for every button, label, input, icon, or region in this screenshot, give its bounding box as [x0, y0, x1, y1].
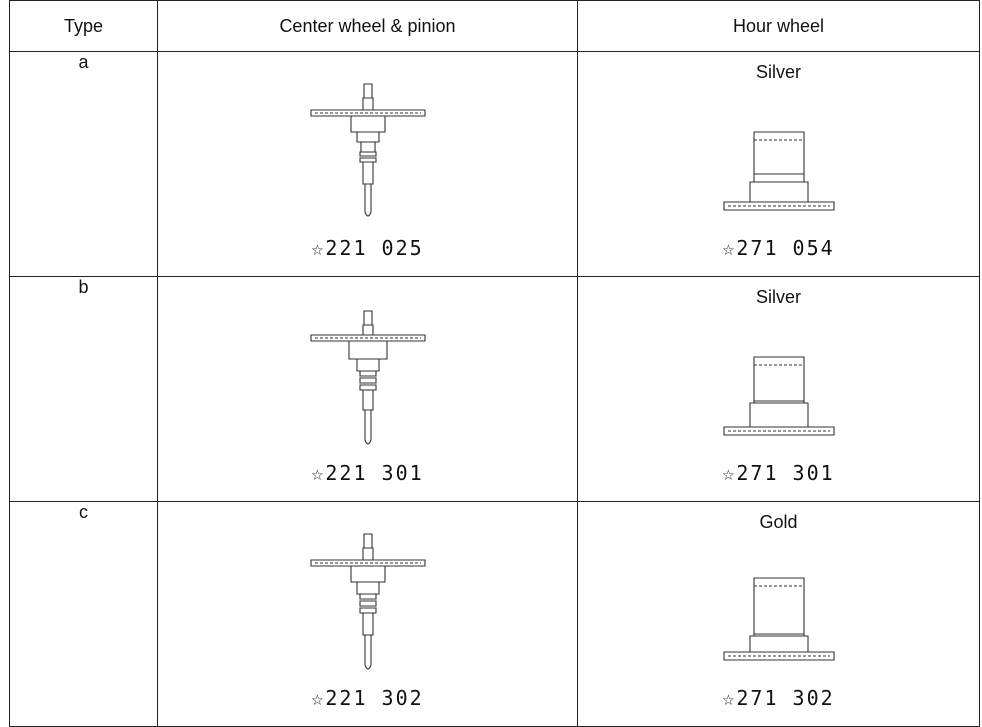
hour-wheel-color: Silver	[755, 62, 801, 82]
hour-wheel-color: Silver	[755, 287, 801, 307]
hour-wheel-color: Gold	[759, 512, 798, 532]
center-part-number: ☆221 301	[311, 461, 424, 485]
hour-wheel-drawing-icon	[714, 576, 844, 680]
hour-wheel-cell: Silver ☆271 301	[577, 276, 980, 502]
parts-table: Type Center wheel & pinion Hour wheel a	[9, 0, 980, 727]
header-row: Type Center wheel & pinion Hour wheel	[9, 0, 980, 52]
center-wheel-cell: ☆221 025	[157, 51, 578, 277]
type-label: a	[9, 51, 158, 277]
center-wheel-pinion-drawing-icon	[303, 305, 433, 455]
header-center-wheel: Center wheel & pinion	[157, 0, 578, 52]
type-label: b	[9, 276, 158, 502]
header-hour-wheel: Hour wheel	[577, 0, 980, 52]
center-wheel-pinion-drawing-icon	[303, 80, 433, 230]
hour-part-number: ☆271 302	[722, 686, 835, 710]
table-row: c ☆221 302	[9, 501, 980, 727]
center-part-number: ☆221 025	[311, 236, 424, 260]
header-type: Type	[9, 0, 158, 52]
hour-part-number: ☆271 054	[722, 236, 835, 260]
hour-part-number: ☆271 301	[722, 461, 835, 485]
center-part-number: ☆221 302	[311, 686, 424, 710]
center-wheel-pinion-drawing-icon	[303, 530, 433, 680]
center-wheel-cell: ☆221 302	[157, 501, 578, 727]
center-wheel-cell: ☆221 301	[157, 276, 578, 502]
hour-wheel-cell: Gold ☆271 302	[577, 501, 980, 727]
table-row: b ☆221 301	[9, 276, 980, 502]
hour-wheel-cell: Silver ☆271 054	[577, 51, 980, 277]
hour-wheel-drawing-icon	[714, 351, 844, 455]
hour-wheel-drawing-icon	[714, 126, 844, 230]
type-label: c	[9, 501, 158, 727]
table-row: a ☆221 025	[9, 51, 980, 277]
